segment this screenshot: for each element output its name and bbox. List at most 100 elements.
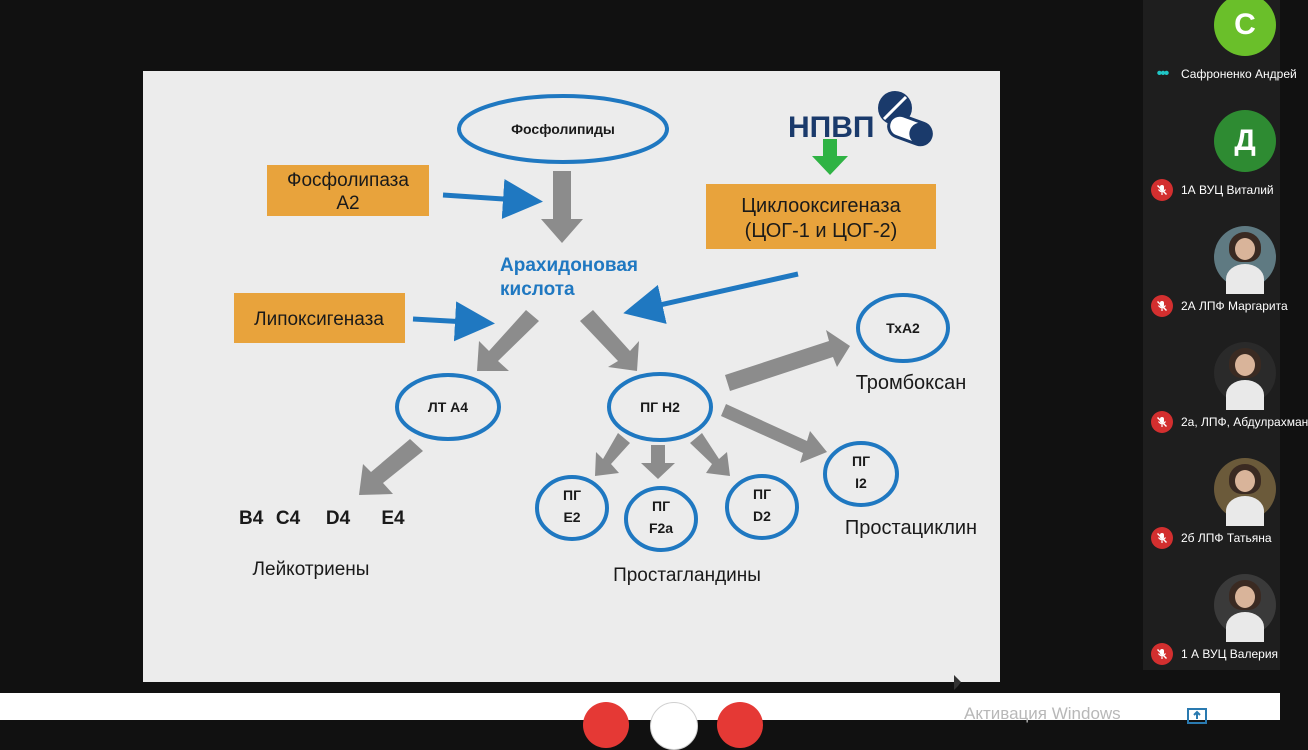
leukotriene-c4: С4 <box>276 508 301 529</box>
mic-off-icon <box>1151 411 1173 433</box>
txa2-oval <box>856 293 950 363</box>
pge2-oval <box>535 475 609 541</box>
pgd2-oval <box>725 474 799 540</box>
arrow-pgh2-to-pgd2 <box>690 433 730 476</box>
pgf2a-label-2: F2a <box>649 520 673 536</box>
arrow-pgh2-to-txa2 <box>725 330 850 391</box>
pgi2-oval <box>823 441 899 507</box>
avatar <box>1214 342 1276 410</box>
arachidonic-cascade-diagram: Фосфолипаза А2 Циклооксигеназа (ЦОГ-1 и … <box>234 91 977 690</box>
arrow-lipoxygenase <box>412 301 495 342</box>
arrow-pgh2-to-pgf2a <box>641 445 675 479</box>
lipoxygenase-label: Липоксигеназа <box>254 309 384 330</box>
pgh2-label: ПГ Н2 <box>640 399 680 415</box>
participant-row: •••Сафроненко Андрей <box>1151 62 1297 86</box>
participant-item[interactable]: Д 1А ВУЦ Виталий <box>1143 108 1280 224</box>
avatar <box>1214 226 1276 294</box>
participant-row: 2а, ЛПФ, Абдулрахман <box>1151 410 1308 434</box>
participant-name: 2б ЛПФ Татьяна <box>1181 531 1272 545</box>
phospholipase-label-1: Фосфолипаза <box>287 170 409 191</box>
leukotriene-b4: В4 <box>239 508 264 529</box>
arachidonic-label-1: Арахидоновая <box>500 255 638 276</box>
cyclooxygenase-label-1: Циклооксигеназа <box>741 195 901 217</box>
pge2-label-1: ПГ <box>563 487 581 503</box>
participant-name: 2а, ЛПФ, Абдулрахман <box>1181 415 1308 429</box>
windows-activation-watermark: Активация Windows <box>964 704 1121 723</box>
lta4-label: ЛТ А4 <box>428 399 468 415</box>
arrow-nsaid-inhibits <box>812 139 848 175</box>
arrow-pgh2-to-pge2 <box>595 433 630 476</box>
arachidonic-label-2: кислота <box>500 279 575 300</box>
participant-name: 1 А ВУЦ Валерия <box>1181 647 1279 661</box>
cyclooxygenase-label-2: (ЦОГ-1 и ЦОГ-2) <box>745 220 898 242</box>
pgf2a-label-1: ПГ <box>652 498 670 514</box>
arrow-lta4-to-leukotrienes <box>359 439 423 495</box>
phospholipids-oval <box>457 94 669 164</box>
phospholipids-label: Фосфолипиды <box>511 121 615 137</box>
avatar-photo-body <box>1226 380 1264 410</box>
pgh2-oval <box>607 372 713 442</box>
arrow-phospholipase <box>442 179 543 219</box>
participant-name: 2А ЛПФ Маргарита <box>1181 299 1288 313</box>
mic-off-icon <box>1151 179 1173 201</box>
txa2-label: ТхА2 <box>886 320 920 336</box>
arrow-arachidonic-to-lta4 <box>477 310 539 371</box>
leukotriene-e4: Е4 <box>381 508 405 529</box>
participant-row: 2А ЛПФ Маргарита <box>1151 294 1288 318</box>
mic-off-icon <box>1151 527 1173 549</box>
gray-arrows <box>359 171 850 495</box>
camera-button[interactable] <box>650 702 698 750</box>
avatar-photo-head <box>1235 238 1255 260</box>
pgd2-label-2: D2 <box>753 508 771 524</box>
avatar-initial: Д <box>1234 124 1256 157</box>
avatar-photo-head <box>1235 354 1255 376</box>
avatar <box>1214 574 1276 642</box>
thromboxane-label: Тромбоксан <box>856 372 967 394</box>
participant-item[interactable]: 2а, ЛПФ, Абдулрахман <box>1143 340 1308 456</box>
microphone-button[interactable] <box>717 702 763 748</box>
pgd2-label-1: ПГ <box>753 486 771 502</box>
participant-item[interactable]: 2А ЛПФ Маргарита <box>1143 224 1288 340</box>
avatar-photo-head <box>1235 586 1255 608</box>
arrow-arachidonic-to-pgh2 <box>580 310 639 371</box>
pge2-label-2: Е2 <box>563 509 580 525</box>
shared-slide: Фосфолипаза А2 Циклооксигеназа (ЦОГ-1 и … <box>143 71 1000 690</box>
prostaglandins-label: Простагландины <box>613 565 761 586</box>
presentation-stage: Фосфолипаза А2 Циклооксигеназа (ЦОГ-1 и … <box>143 71 1000 690</box>
avatar <box>1214 458 1276 526</box>
leukotrienes-label: Лейкотриены <box>253 559 370 580</box>
avatar: Д <box>1214 110 1276 172</box>
arrow-phospholipids-to-arachidonic <box>541 171 583 243</box>
participant-item[interactable]: 1 А ВУЦ Валерия <box>1143 572 1280 688</box>
avatar-photo-head <box>1235 470 1255 492</box>
participant-row: 2б ЛПФ Татьяна <box>1151 526 1280 550</box>
participant-item[interactable]: 2б ЛПФ Татьяна <box>1143 456 1280 572</box>
ovals <box>395 94 950 552</box>
arrow-cyclooxygenase <box>623 271 799 324</box>
participant-name: 1А ВУЦ Виталий <box>1181 183 1274 197</box>
call-toolbar <box>0 693 1280 750</box>
avatar-photo-body <box>1226 264 1264 294</box>
lipoxygenase-box <box>234 293 405 343</box>
mic-off-icon <box>1151 295 1173 317</box>
pill-icon <box>878 91 933 147</box>
share-screen-icon[interactable] <box>1186 706 1208 724</box>
participant-row: 1 А ВУЦ Валерия <box>1151 642 1280 666</box>
leukotriene-d4: D4 <box>326 508 351 529</box>
mic-off-icon <box>1151 643 1173 665</box>
avatar: С <box>1214 0 1276 56</box>
prostacyclin-label: Простациклин <box>845 517 977 539</box>
phospholipase-box <box>267 165 429 216</box>
lta4-oval <box>395 373 501 441</box>
pgf2a-oval <box>624 486 698 552</box>
participant-item[interactable]: С •••Сафроненко Андрей <box>1143 0 1297 108</box>
avatar-photo-body <box>1226 612 1264 642</box>
pgi2-label-1: ПГ <box>852 453 870 469</box>
participant-row: 1А ВУЦ Виталий <box>1151 178 1280 202</box>
blue-arrows <box>412 179 799 342</box>
dots-icon: ••• <box>1156 65 1170 82</box>
cyclooxygenase-box <box>706 184 936 249</box>
end-call-button[interactable] <box>583 702 629 748</box>
avatar-initial: С <box>1234 8 1256 41</box>
